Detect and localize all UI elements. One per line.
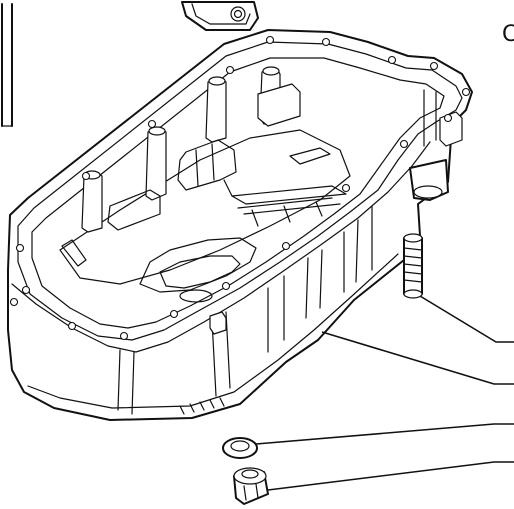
oil-pan: [7, 29, 473, 421]
leader-oil-pan: [321, 331, 514, 385]
drain-plug: [233, 467, 269, 505]
left-frame-fragment: [1, 3, 13, 127]
bracket: [181, 1, 259, 31]
corner-label: C: [502, 22, 514, 47]
flange-bolt-holes: [9, 35, 471, 341]
leader-drain-plug: [267, 461, 514, 491]
leader-stud: [419, 295, 514, 343]
sealing-washer: [222, 437, 258, 459]
stud: [403, 233, 423, 299]
callout-leaders: [255, 295, 514, 491]
leader-washer: [255, 423, 514, 445]
